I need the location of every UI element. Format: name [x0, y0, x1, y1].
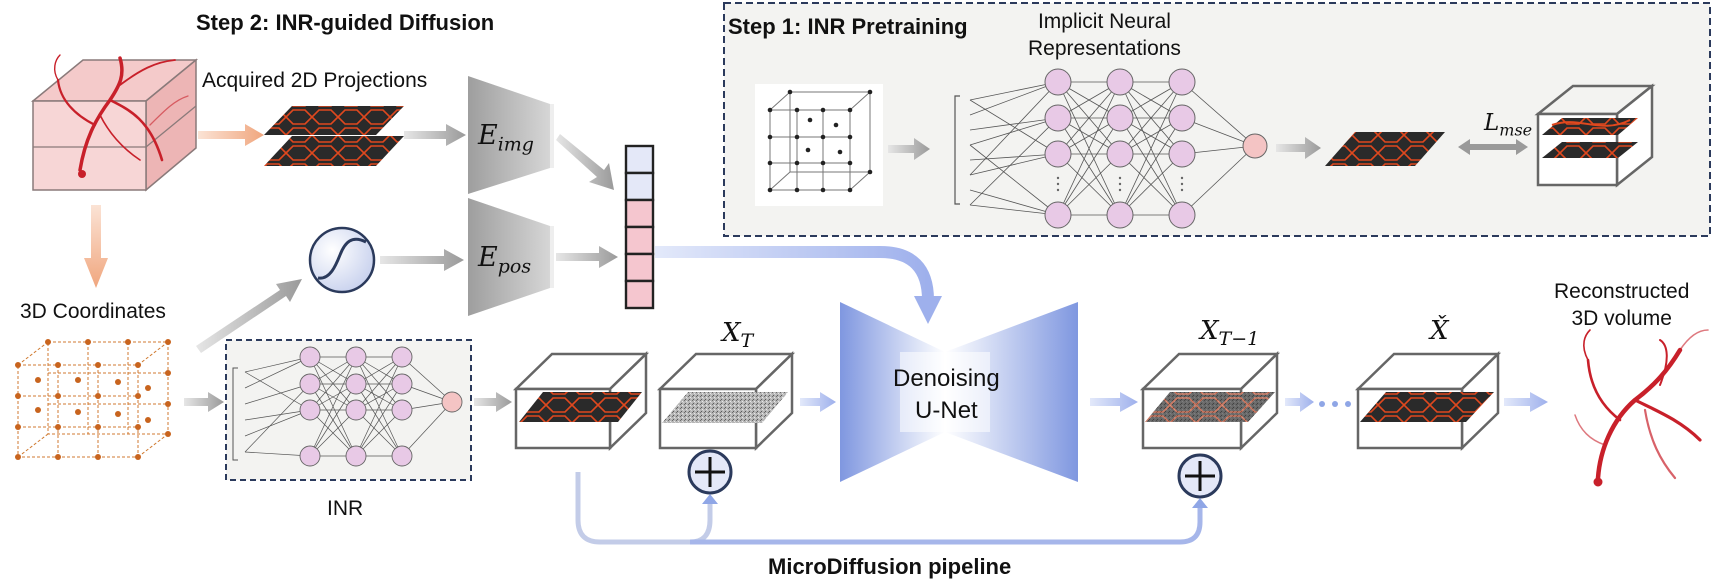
e-pos-to-feature-arrow: [556, 246, 618, 268]
xt-sub: T: [740, 330, 754, 353]
step1-inr-caption: Implicit Neural Representations: [1028, 10, 1181, 60]
e-pos-encoder: [468, 198, 554, 316]
e-img-sub: img: [497, 133, 534, 156]
step1-gt-volume: [1534, 83, 1656, 188]
unet-label: Denoising U-Net: [893, 365, 1000, 424]
xt-main: X: [722, 318, 741, 348]
e-pos-label: Epos: [478, 242, 531, 277]
xt1-to-dots-arrow: [1285, 392, 1314, 412]
xt-noise-volume: [656, 351, 796, 451]
step1-loss-arrow: [1458, 139, 1528, 155]
e-pos-sub: pos: [497, 255, 532, 278]
positional-encoding-sphere: [308, 226, 376, 294]
coordinate-lattice: [15, 339, 171, 460]
vessel-volume: [30, 54, 199, 192]
e-img-label: Eimg: [478, 120, 534, 155]
step1-mlp: [954, 68, 1268, 229]
coords-to-posenc-arrow: [196, 279, 302, 353]
xhat-to-recon-arrow: [1504, 392, 1548, 412]
reconstructed-label: Reconstructed 3D volume: [1554, 280, 1690, 330]
acquired-projections-stack: [264, 106, 404, 166]
posenc-to-encoder-arrow: [380, 249, 464, 271]
step1-coordinate-grid: [755, 84, 883, 206]
xhat-label: X̌: [1430, 316, 1449, 346]
xt1-sub: T−1: [1218, 328, 1260, 351]
pipeline-connector: [575, 472, 713, 545]
inr-label: INR: [327, 497, 364, 520]
step1-arrow-1: [888, 138, 930, 160]
xhat-volume: [1354, 351, 1502, 451]
inr-mlp: [232, 346, 463, 467]
step1-title: Step 1: INR Pretraining: [728, 14, 968, 39]
acquired-projections-label: Acquired 2D Projections: [202, 69, 428, 92]
xt-label: XT: [722, 318, 753, 352]
e-img-encoder: [468, 76, 554, 194]
reconstructed-vessel: [1574, 329, 1709, 487]
xt1-label: XT−1: [1200, 316, 1259, 350]
add-node-xt1: [1177, 453, 1223, 499]
add-node-xt: [687, 449, 733, 495]
feature-to-unet-arrow: [655, 246, 934, 301]
pipeline-arrowhead-1: [702, 494, 718, 504]
pipeline-connector-long: [690, 504, 1203, 545]
xt1-volume: [1139, 351, 1281, 451]
feature-to-unet-arrowhead: [914, 296, 942, 324]
coords-to-inr-arrow: [184, 392, 224, 412]
denoising-unet: [840, 302, 1078, 482]
loss-sub: mse: [1499, 120, 1533, 140]
loss-main: L: [1484, 110, 1500, 136]
e-img-to-feature-arrow: [556, 134, 614, 190]
inr-to-volume-arrow: [474, 392, 512, 412]
pipeline-label: MicroDiffusion pipeline: [768, 554, 1012, 579]
volume-to-coords-arrow: [84, 205, 108, 288]
loss-label: Lmse: [1484, 110, 1532, 140]
inr-output-volume: [512, 351, 650, 451]
pipeline-arrowhead-2: [1192, 498, 1208, 508]
coords-label: 3D Coordinates: [20, 300, 166, 323]
xt-to-unet-arrow: [800, 392, 836, 412]
projection-to-encoder-arrow: [404, 124, 466, 146]
step2-title: Step 2: INR-guided Diffusion: [196, 10, 495, 35]
e-img-main: E: [478, 120, 498, 151]
unet-to-xt1-arrow: [1090, 392, 1138, 412]
vessel-to-projection-arrow: [198, 124, 264, 146]
feature-vector: [624, 144, 655, 310]
e-pos-main: E: [478, 242, 498, 273]
step1-arrow-2: [1276, 137, 1321, 159]
xt1-main: X: [1200, 316, 1219, 346]
step1-rendered-projection: [1325, 132, 1445, 166]
ellipsis-dots: [1319, 401, 1351, 407]
